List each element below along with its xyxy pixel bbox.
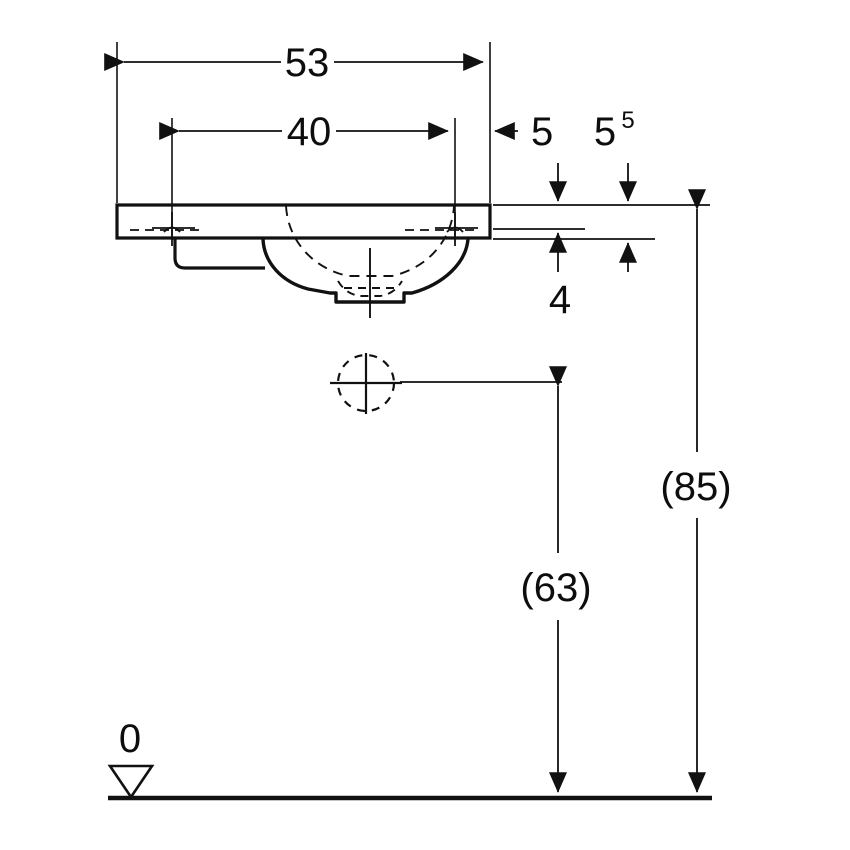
dimension-drain-centre-height: (63)	[400, 366, 592, 793]
dimension-label-slab-thickness-superscript: 5	[621, 107, 634, 134]
dimension-rim-height: (85)	[493, 189, 732, 793]
datum-triangle-icon	[107, 764, 155, 800]
basin-bowl	[261, 238, 470, 304]
basin-bowl-curve	[263, 239, 340, 291]
washbasin-body	[115, 203, 492, 318]
basin-rim-outline	[115, 203, 492, 240]
datum-label: 0	[119, 717, 141, 761]
dimension-label-slab-thickness: 5	[594, 110, 616, 154]
tap-hole-left-centre-mark	[152, 212, 195, 246]
waste-outlet-centre-mark	[330, 353, 402, 414]
dimension-overall-width: 53	[104, 41, 491, 203]
dimension-slab-thickness: 5 5	[549, 107, 637, 202]
tap-hole-right-centre-mark	[435, 212, 478, 246]
dimension-label-drain-centre-height: (63)	[520, 566, 591, 610]
dimension-label-tap-hole-spacing: 40	[287, 110, 332, 154]
dimension-edge-offset-left: 5	[494, 110, 553, 154]
dimension-label-rim-height: (85)	[660, 465, 731, 509]
dimension-label-rim-to-bowl: 4	[549, 278, 571, 322]
basin-left-ledge	[173, 238, 265, 270]
floor-datum-group: 0	[107, 717, 712, 801]
dimension-tap-hole-spacing: 40	[159, 110, 456, 240]
dimension-label-overall-width: 53	[285, 41, 330, 85]
dimension-label-edge-offset: 5	[531, 110, 553, 154]
dimension-rim-to-bowl: 4	[493, 228, 655, 322]
